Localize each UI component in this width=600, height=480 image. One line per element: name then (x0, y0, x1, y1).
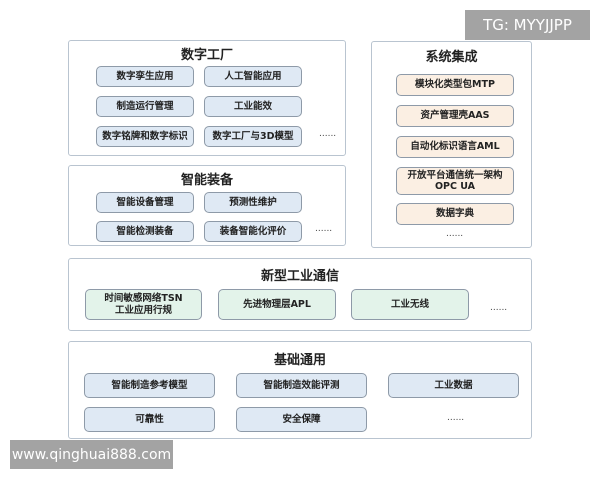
item-box: 模块化类型包MTP (396, 74, 514, 96)
panel-smart-equipment: 智能装备 智能设备管理 预测性维护 智能检测装备 装备智能化评价 ...... (68, 165, 346, 246)
panel-digital-factory: 数字工厂 数字孪生应用 人工智能应用 制造运行管理 工业能效 数字铭牌和数字标识… (68, 40, 346, 156)
more-ellipsis: ...... (447, 413, 465, 423)
item-box: 工业数据 (388, 373, 519, 398)
more-ellipsis: ...... (315, 224, 333, 234)
item-box: 开放平台通信统一架构 OPC UA (396, 167, 514, 195)
item-box: 数字铭牌和数字标识 (96, 126, 194, 147)
panel-system-integration: 系统集成 模块化类型包MTP 资产管理壳AAS 自动化标识语言AML 开放平台通… (371, 41, 532, 248)
item-box: 时间敏感网络TSN 工业应用行规 (85, 289, 202, 320)
item-box: 资产管理壳AAS (396, 105, 514, 127)
more-ellipsis: ...... (490, 303, 508, 313)
item-box: 智能设备管理 (96, 192, 194, 213)
watermark-url: www.qinghuai888.com (10, 440, 173, 469)
panel-foundation: 基础通用 智能制造参考模型 智能制造效能评测 工业数据 可靠性 安全保障 ...… (68, 341, 532, 439)
item-box: 可靠性 (84, 407, 215, 432)
panel-title: 基础通用 (273, 353, 326, 368)
item-box: 预测性维护 (204, 192, 302, 213)
item-box: 数字工厂与3D模型 (204, 126, 302, 147)
panel-industrial-comm: 新型工业通信 时间敏感网络TSN 工业应用行规 先进物理层APL 工业无线 ..… (68, 258, 532, 331)
item-box: 自动化标识语言AML (396, 136, 514, 158)
item-box: 智能制造参考模型 (84, 373, 215, 398)
item-box: 装备智能化评价 (204, 221, 302, 242)
item-box: 数字孪生应用 (96, 66, 194, 87)
item-box: 数据字典 (396, 203, 514, 225)
item-box: 智能制造效能评测 (236, 373, 367, 398)
item-box: 人工智能应用 (204, 66, 302, 87)
item-box: 智能检测装备 (96, 221, 194, 242)
item-box: 工业能效 (204, 96, 302, 117)
watermark-tg: TG: MYYJJPP (465, 10, 590, 40)
item-box: 安全保障 (236, 407, 367, 432)
item-box: 先进物理层APL (218, 289, 336, 320)
item-box: 工业无线 (351, 289, 469, 320)
panel-title: 智能装备 (180, 173, 233, 188)
panel-title: 新型工业通信 (260, 269, 339, 284)
item-box: 制造运行管理 (96, 96, 194, 117)
panel-title: 数字工厂 (180, 48, 233, 63)
more-ellipsis: ...... (446, 229, 464, 239)
more-ellipsis: ...... (319, 129, 337, 139)
panel-title: 系统集成 (425, 50, 478, 65)
